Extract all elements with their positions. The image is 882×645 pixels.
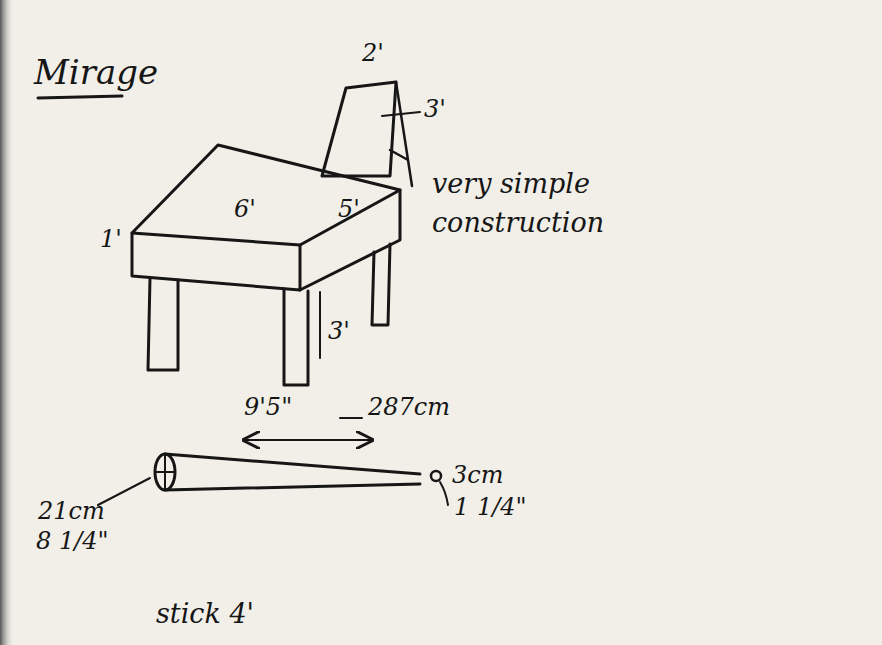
dimension-label: 3'	[424, 96, 446, 124]
dimension-label: 287cm	[368, 394, 450, 422]
scan-edge	[0, 0, 14, 645]
dimension-label: 21cm	[38, 498, 105, 526]
stick-body	[165, 454, 420, 490]
part-label: stick 4'	[156, 598, 254, 629]
dimension-label: 8 1/4"	[36, 528, 109, 556]
note: very simple construction	[432, 164, 607, 242]
dimension-label: 1'	[100, 226, 122, 254]
dimension-label: 9'5"	[244, 394, 292, 422]
dimension-label: 1 1/4"	[454, 494, 527, 522]
dimension-label: 2'	[362, 40, 384, 68]
dimension-label: 3cm	[452, 462, 503, 490]
dimension-line	[319, 292, 321, 358]
table-front	[132, 233, 300, 290]
table-leg	[148, 278, 178, 370]
sign-panel	[322, 82, 396, 176]
stick-tip	[431, 471, 441, 481]
table-side	[300, 190, 400, 290]
dimension-label: 3'	[328, 318, 350, 346]
dash	[340, 417, 362, 419]
leader-line	[98, 478, 150, 505]
stick-end	[155, 454, 175, 490]
table-top	[132, 145, 400, 245]
dimension-label: 6'	[234, 196, 256, 224]
length-arrow	[244, 439, 372, 441]
table-leg	[284, 289, 308, 385]
table-leg	[372, 244, 390, 325]
leader-line	[440, 482, 448, 505]
sign-support	[390, 82, 412, 186]
title-underline	[38, 96, 122, 98]
sketch-title: Mirage	[34, 52, 158, 92]
dimension-label: 5'	[338, 196, 360, 224]
stick-cross	[155, 454, 175, 490]
leader-line	[382, 112, 420, 116]
